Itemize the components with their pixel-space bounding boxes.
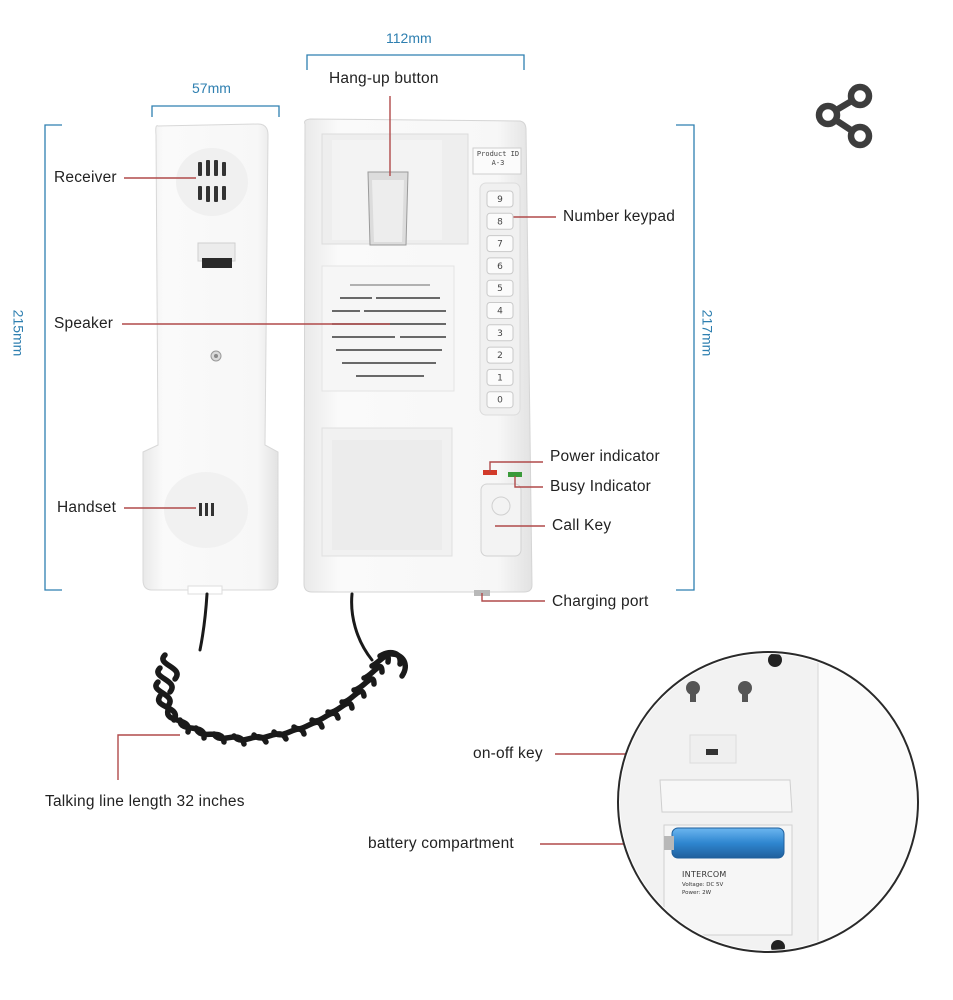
keypad-key-5[interactable]: 5 bbox=[486, 279, 514, 297]
keypad-key-label: 3 bbox=[497, 329, 503, 339]
dim-handset-height: 215mm bbox=[10, 309, 27, 357]
keypad-key-6[interactable]: 6 bbox=[486, 257, 514, 275]
number-keypad: 9 8 7 6 5 4 3 2 1 0 bbox=[486, 190, 514, 409]
label-talking-line: Talking line length 32 inches bbox=[45, 793, 245, 810]
keypad-key-7[interactable]: 7 bbox=[486, 235, 514, 253]
rating-power: Power: 2W bbox=[682, 890, 712, 896]
label-call-key: Call Key bbox=[552, 517, 612, 534]
label-battery-compartment: battery compartment bbox=[368, 835, 514, 852]
leader-lines bbox=[117, 96, 712, 845]
keypad-key-label: 9 bbox=[497, 195, 503, 205]
keypad-key-1[interactable]: 1 bbox=[486, 368, 514, 386]
product-id-plate: Product ID A-3 bbox=[474, 150, 522, 168]
keypad-key-3[interactable]: 3 bbox=[486, 324, 514, 342]
label-number-keypad: Number keypad bbox=[563, 208, 676, 225]
dimension-lines bbox=[44, 54, 695, 591]
dim-base-width: 112mm bbox=[386, 30, 432, 46]
label-handset: Handset bbox=[57, 499, 117, 516]
handset bbox=[142, 123, 279, 595]
label-charging-port: Charging port bbox=[552, 593, 649, 610]
label-hang-up: Hang-up button bbox=[329, 70, 439, 87]
keypad-key-label: 5 bbox=[497, 284, 503, 294]
base-unit bbox=[303, 118, 533, 596]
keypad-key-label: 1 bbox=[497, 373, 503, 383]
share-icon[interactable] bbox=[810, 78, 886, 154]
keypad-key-label: 8 bbox=[497, 217, 503, 227]
keypad-key-label: 0 bbox=[497, 396, 503, 406]
keypad-key-label: 2 bbox=[497, 351, 503, 361]
keypad-key-0[interactable]: 0 bbox=[486, 391, 514, 409]
coiled-cord bbox=[153, 592, 408, 747]
keypad-key-2[interactable]: 2 bbox=[486, 346, 514, 364]
dim-base-height: 217mm bbox=[699, 309, 716, 357]
rating-brand: INTERCOM bbox=[682, 870, 727, 879]
keypad-key-8[interactable]: 8 bbox=[486, 212, 514, 230]
receiver-grille bbox=[198, 160, 226, 202]
power-led bbox=[483, 470, 497, 475]
product-id-line2: A-3 bbox=[491, 159, 505, 167]
label-power-indicator: Power indicator bbox=[550, 448, 660, 465]
product-id-line1: Product ID bbox=[476, 150, 520, 158]
keypad-key-label: 4 bbox=[497, 307, 503, 317]
label-speaker: Speaker bbox=[54, 315, 114, 332]
busy-led bbox=[508, 472, 522, 477]
dim-handset-width: 57mm bbox=[192, 80, 231, 96]
keypad-key-4[interactable]: 4 bbox=[486, 302, 514, 319]
back-view-inset bbox=[617, 651, 919, 953]
keypad-key-label: 6 bbox=[497, 262, 503, 272]
keypad-key-9[interactable]: 9 bbox=[486, 190, 514, 208]
label-receiver: Receiver bbox=[54, 169, 117, 186]
label-busy-indicator: Busy Indicator bbox=[550, 478, 652, 495]
label-on-off-key: on-off key bbox=[473, 745, 543, 762]
rating-label: INTERCOM Voltage: DC 5V Power: 2W bbox=[682, 870, 762, 896]
rating-voltage: Voltage: DC 5V bbox=[682, 882, 724, 888]
keypad-key-label: 7 bbox=[497, 240, 503, 250]
mic-slots bbox=[199, 503, 214, 516]
